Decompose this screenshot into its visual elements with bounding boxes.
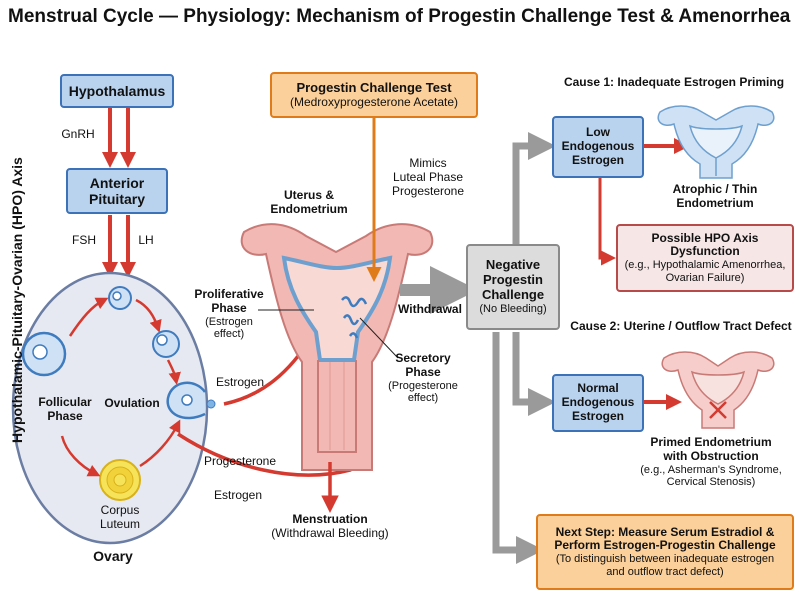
branch-to-cause2	[512, 332, 556, 416]
ovary-arrow-4	[60, 435, 101, 477]
atrophic-line1: Atrophic / Thin	[672, 182, 758, 196]
low-estrogen-box: Low Endogenous Estrogen	[552, 116, 644, 178]
next-step-box: Next Step: Measure Serum Estradiol & Per…	[536, 514, 794, 590]
cause1-to-hpo-arrow	[598, 178, 616, 266]
progesterone-label: Progesterone	[203, 454, 277, 468]
uterus-title-line1: Uterus &	[283, 188, 334, 202]
normal-estrogen-line3: Estrogen	[571, 408, 624, 423]
cause1-title: Cause 1: Inadequate Estrogen Priming	[563, 75, 785, 89]
progestin-test-box: Progestin Challenge Test (Medroxyprogest…	[270, 72, 478, 118]
ovary-arrow-5	[139, 419, 181, 468]
obstruction-line3: (e.g., Asherman's Syndrome,	[640, 463, 782, 476]
menstruation-line1: Menstruation	[292, 512, 368, 526]
page-title: Menstrual Cycle — Physiology: Mechanism …	[8, 6, 791, 27]
test-drug: (Medroxyprogesterone Acetate)	[289, 94, 459, 109]
negative-line3: Challenge	[481, 287, 545, 303]
atrophic-label: Atrophic / Thin Endometrium	[652, 182, 778, 211]
normal-estrogen-box: Normal Endogenous Estrogen	[552, 374, 644, 432]
follicle-medium-icon	[152, 330, 180, 358]
ovary-arrow-1	[68, 297, 109, 337]
secretory-pointer	[359, 317, 399, 359]
low-estrogen-line2: Endogenous	[561, 139, 635, 154]
proliferative-line4: effect)	[213, 328, 245, 341]
proliferative-label: Proliferative Phase (Estrogen effect)	[194, 287, 264, 341]
obstruction-line2: with Obstruction	[663, 448, 759, 463]
negative-challenge-box: Negative Progestin Challenge (No Bleedin…	[466, 244, 560, 330]
corpus-line1: Corpus	[100, 503, 140, 517]
secretory-line2: Phase	[405, 364, 441, 379]
estrogen-label-bottom: Estrogen	[213, 488, 263, 502]
secretory-glands-icon	[341, 296, 368, 339]
obstruction-label: Primed Endometrium with Obstruction (e.g…	[630, 435, 792, 489]
next-line2: Perform Estrogen-Progestin Challenge	[554, 538, 776, 553]
hpo-line3: (e.g., Hypothalamic Amenorrhea,	[624, 259, 786, 272]
corpus-line2: Luteum	[99, 516, 141, 531]
uterus-title: Uterus & Endometrium	[266, 188, 352, 217]
follicular-line1: Follicular	[38, 395, 92, 409]
pituitary-line1: Anterior	[89, 174, 145, 191]
ovulation-follicle-icon	[166, 381, 216, 420]
follicle-small-icon	[108, 286, 132, 310]
atrophic-line2: Endometrium	[676, 195, 754, 210]
hpo-dysfunction-box: Possible HPO Axis Dysfunction (e.g., Hyp…	[616, 224, 794, 292]
hpo-line4: Ovarian Failure)	[665, 271, 745, 284]
fsh-label: FSH	[72, 233, 96, 247]
next-line1: Next Step: Measure Serum Estradiol &	[555, 524, 775, 539]
follicle-large-icon	[21, 331, 67, 377]
secretory-line1: Secretory	[395, 351, 451, 365]
menstruation-line2: (Withdrawal Bleeding)	[271, 525, 389, 540]
anterior-pituitary-box: Anterior Pituitary	[66, 168, 168, 214]
hpo-line2: Dysfunction	[670, 244, 740, 259]
cause2-title: Cause 2: Uterine / Outflow Tract Defect	[570, 319, 792, 333]
mimics-text: Mimics Luteal Phase Progesterone	[386, 156, 470, 198]
follicular-phase-label: Follicular Phase	[30, 395, 100, 424]
pituitary-line2: Pituitary	[88, 191, 145, 207]
uterus-title-line2: Endometrium	[270, 201, 348, 216]
low-estrogen-line1: Low	[586, 125, 610, 140]
ovary-arrow-2	[135, 298, 162, 333]
test-title: Progestin Challenge Test	[296, 79, 452, 95]
low-estrogen-line3: Estrogen	[571, 152, 624, 167]
gnrh-label: GnRH	[61, 127, 95, 141]
secretory-label: Secretory Phase (Progesterone effect)	[380, 351, 466, 405]
proliferative-line3: (Estrogen	[205, 315, 253, 328]
lh-label: LH	[138, 233, 154, 247]
withdrawal-label: Withdrawal	[398, 302, 462, 316]
corpus-luteum-label: Corpus Luteum	[90, 503, 150, 532]
ovary-label: Ovary	[93, 548, 133, 564]
atrophic-uterus-icon	[657, 105, 775, 179]
next-line3: (To distinguish between inadequate estro…	[555, 553, 775, 566]
uterus-illustration	[240, 223, 434, 471]
obstruction-line4: Cervical Stenosis)	[666, 476, 756, 489]
obstructed-uterus-icon	[661, 351, 775, 429]
hypothalamus-box: Hypothalamus	[60, 74, 174, 108]
next-line4: and outflow tract defect)	[606, 565, 724, 578]
mimics-line1: Mimics	[409, 156, 447, 170]
normal-estrogen-line2: Endogenous	[561, 395, 635, 410]
ovulation-label: Ovulation	[104, 396, 160, 410]
negative-line4: (No Bleeding)	[479, 303, 547, 316]
mimics-line3: Progesterone	[391, 183, 465, 198]
corpus-luteum-icon	[99, 459, 141, 501]
ovary-arrow-3	[166, 359, 181, 385]
secretory-line4: effect)	[407, 392, 439, 405]
hpo-axis-label: Hypothalamic-Pituitary-Ovarian (HPO) Axi…	[8, 157, 25, 443]
negative-line2: Progestin	[483, 272, 543, 288]
secretory-line3: (Progesterone	[388, 379, 458, 392]
mimics-line2: Luteal Phase	[392, 169, 464, 184]
branch-to-cause1	[512, 132, 556, 244]
menstruation-label: Menstruation (Withdrawal Bleeding)	[262, 512, 398, 541]
obstruction-line1: Primed Endometrium	[650, 435, 772, 449]
estrogen-label-top: Estrogen	[215, 375, 265, 389]
proliferative-line2: Phase	[211, 300, 247, 315]
negative-line1: Negative	[485, 257, 541, 273]
hpo-line1: Possible HPO Axis	[651, 230, 759, 245]
branch-to-next	[492, 332, 544, 564]
follicular-line2: Phase	[47, 408, 83, 423]
proliferative-line1: Proliferative	[194, 287, 264, 301]
normal-estrogen-line1: Normal	[577, 381, 619, 396]
